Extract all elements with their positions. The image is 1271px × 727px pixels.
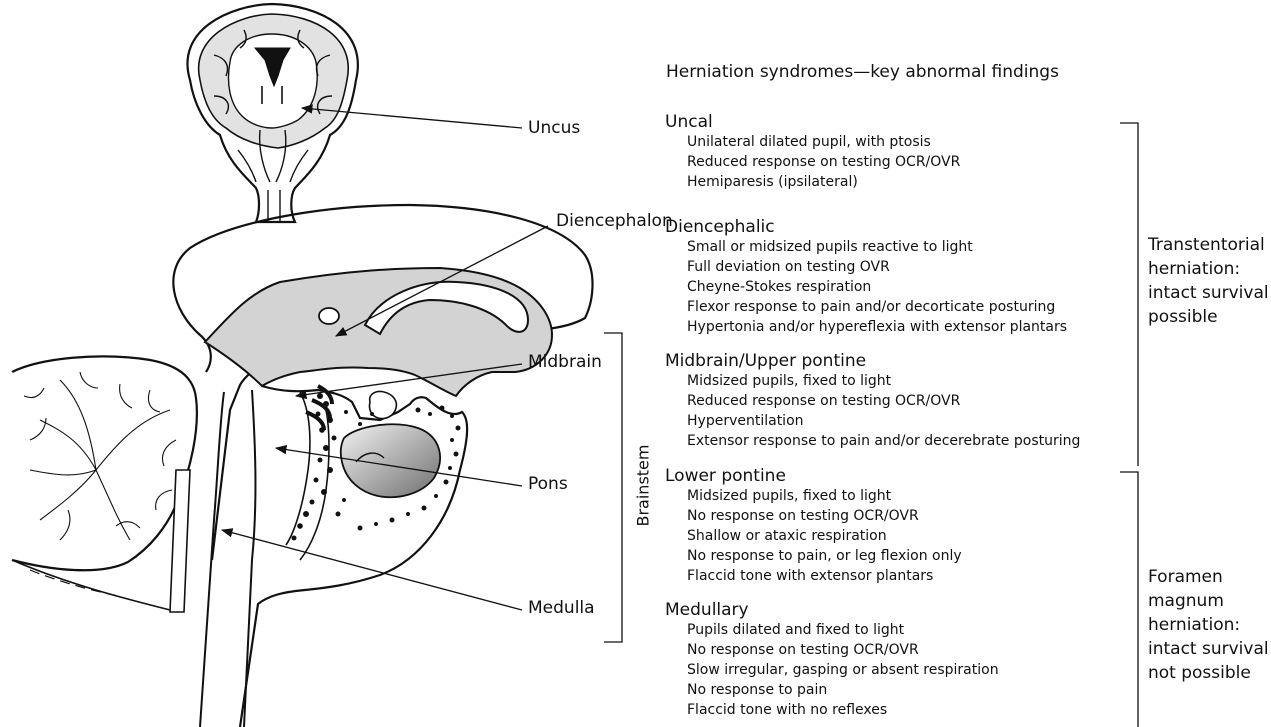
finding-item: No response on testing OCR/OVR [687, 642, 999, 662]
finding-item: Shallow or ataxic respiration [687, 528, 962, 548]
finding-item: Slow irregular, gasping or absent respir… [687, 662, 999, 682]
finding-item: No response to pain, or leg flexion only [687, 548, 962, 568]
label-diencephalon: Diencephalon [556, 213, 673, 230]
finding-item: Hyperventilation [687, 413, 1080, 433]
label-midbrain: Midbrain [528, 354, 602, 371]
finding-item: No response to pain [687, 682, 999, 702]
finding-item: Midsized pupils, fixed to light [687, 488, 962, 508]
finding-item: Full deviation on testing OVR [687, 259, 1067, 279]
finding-item: Cheyne-Stokes respiration [687, 279, 1067, 299]
section-heading: Diencephalic [665, 217, 1067, 239]
finding-item: Flaccid tone with extensor plantars [687, 568, 962, 588]
group-foramen-magnum: Foramen magnum herniation: intact surviv… [1148, 565, 1271, 685]
section-heading: Midbrain/Upper pontine [665, 351, 1080, 373]
label-uncus: Uncus [528, 120, 580, 137]
finding-item: Reduced response on testing OCR/OVR [687, 154, 960, 174]
coronal-brain-section [187, 4, 357, 222]
section-heading: Uncal [665, 112, 960, 134]
section-medullary: Medullary Pupils dilated and fixed to li… [665, 600, 999, 722]
section-heading: Medullary [665, 600, 999, 622]
finding-item: Hypertonia and/or hypereflexia with exte… [687, 319, 1067, 339]
finding-item: Midsized pupils, fixed to light [687, 373, 1080, 393]
finding-item: Pupils dilated and fixed to light [687, 622, 999, 642]
finding-item: Flexor response to pain and/or decortica… [687, 299, 1067, 319]
finding-item: Hemiparesis (ipsilateral) [687, 174, 960, 194]
brainstem-bracket [604, 333, 622, 642]
section-uncal: Uncal Unilateral dilated pupil, with pto… [665, 112, 960, 194]
finding-item: No response on testing OCR/OVR [687, 508, 962, 528]
diagram-title: Herniation syndromes—key abnormal findin… [666, 64, 1059, 81]
finding-item: Reduced response on testing OCR/OVR [687, 393, 1080, 413]
label-pons: Pons [528, 476, 568, 493]
finding-item: Unilateral dilated pupil, with ptosis [687, 134, 960, 154]
sagittal-brain-section [12, 205, 593, 727]
finding-item: Small or midsized pupils reactive to lig… [687, 239, 1067, 259]
label-brainstem: Brainstem [634, 441, 653, 531]
section-lower-pontine: Lower pontine Midsized pupils, fixed to … [665, 466, 962, 588]
section-heading: Lower pontine [665, 466, 962, 488]
section-midbrain-upper-pontine: Midbrain/Upper pontine Midsized pupils, … [665, 351, 1080, 453]
finding-item: Extensor response to pain and/or decereb… [687, 433, 1080, 453]
transtentorial-bracket [1120, 123, 1138, 466]
foramen-bracket [1120, 472, 1138, 727]
finding-item: Flaccid tone with no reflexes [687, 702, 999, 722]
section-diencephalic: Diencephalic Small or midsized pupils re… [665, 217, 1067, 339]
group-transtentorial: Transtentorial herniation: intact surviv… [1148, 233, 1271, 329]
label-medulla: Medulla [528, 600, 595, 617]
